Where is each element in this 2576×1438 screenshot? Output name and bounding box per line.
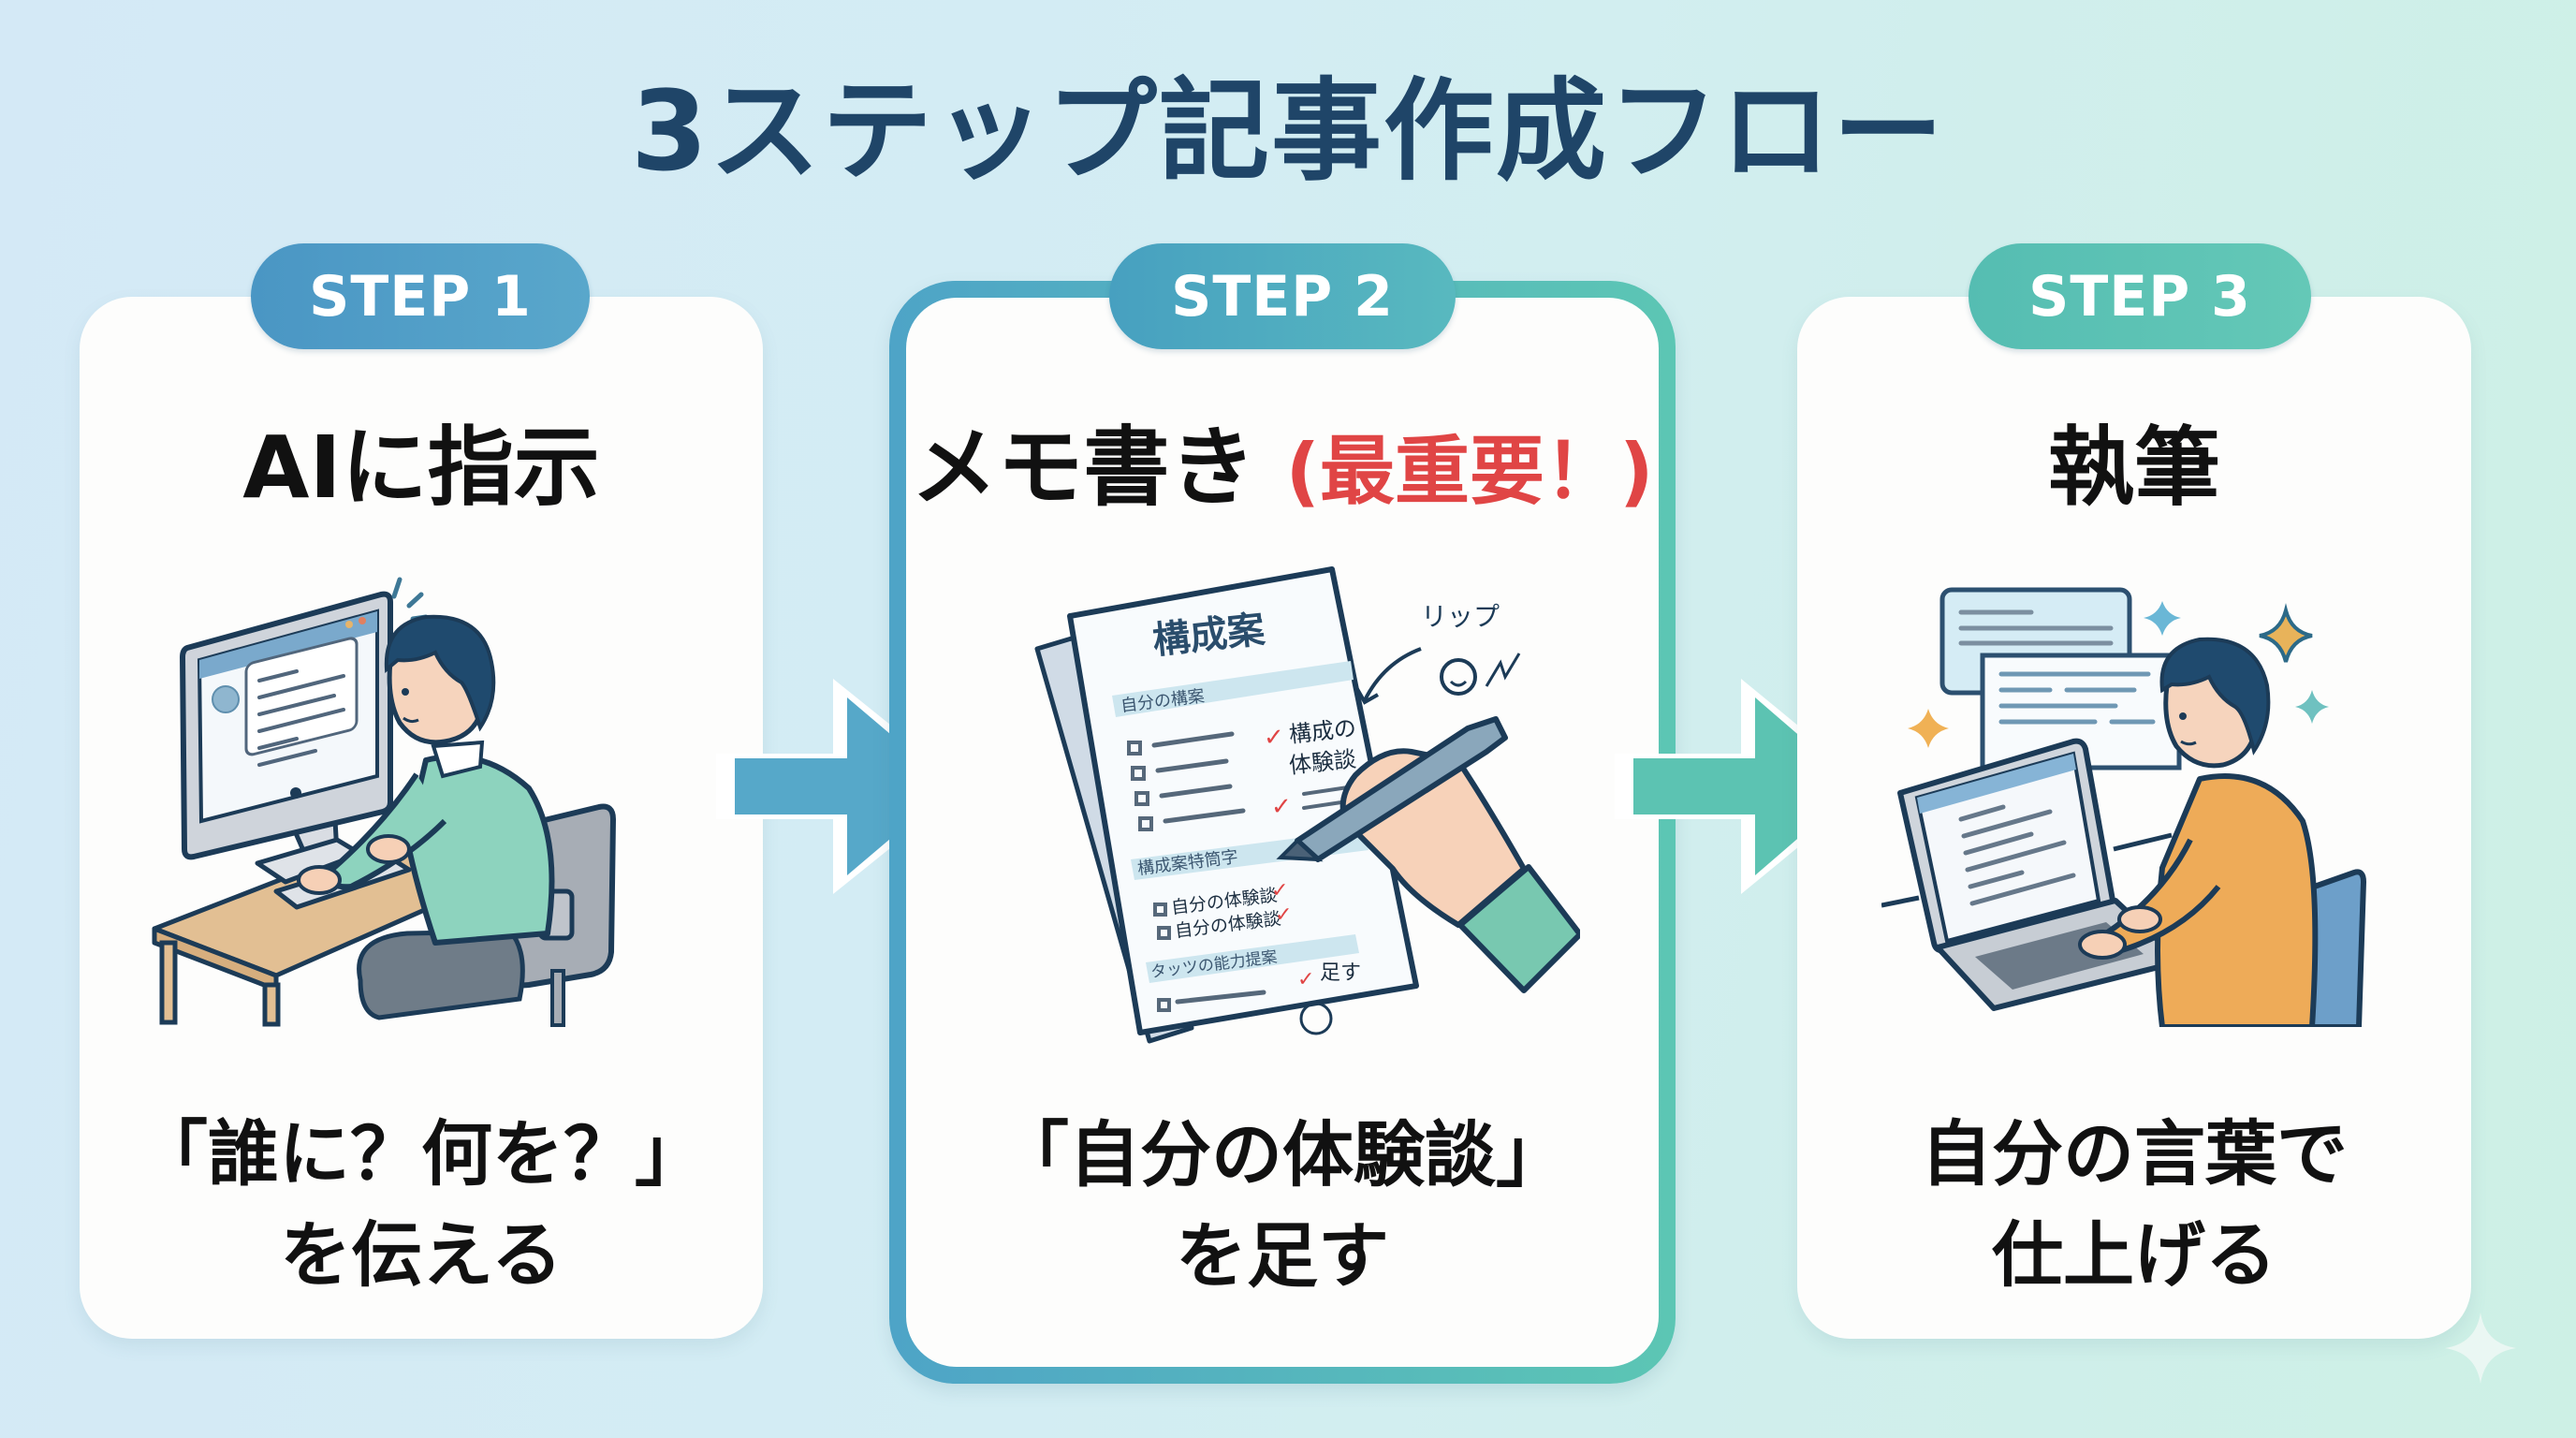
- step-3-badge: STEP 3: [1969, 243, 2311, 349]
- svg-text:✓: ✓: [1264, 724, 1284, 752]
- step-2-heading: メモ書き (最重要！): [906, 417, 1659, 523]
- document-writing-illustration: 構成案 自分の構案 ✓ 構成の 体験談 ✓ 構成案: [1034, 566, 1580, 1044]
- step-3-desc-line1: 自分の言葉で: [1921, 1112, 2348, 1196]
- doc-note-2: 足す: [1320, 961, 1361, 985]
- step-2-heading-accent: (最重要！): [1285, 428, 1654, 515]
- step-2-desc-line2: を足す: [1176, 1214, 1389, 1298]
- svg-text:✓: ✓: [1275, 903, 1292, 927]
- person-typing-laptop-illustration: [1881, 587, 2366, 1027]
- step-1-desc-line2: を伝える: [280, 1213, 563, 1297]
- person-at-desktop-illustration: [152, 577, 616, 1027]
- smiley-icon: [1440, 658, 1477, 696]
- page-title: 3ステップ記事作成フロー: [630, 66, 1946, 196]
- step-2-card: メモ書き (最重要！) 構成案 自分の構案 ✓ 構: [889, 281, 1676, 1384]
- outline-document-icon: 構成案 自分の構案 ✓ 構成の 体験談 ✓ 構成案: [1067, 566, 1419, 1035]
- sparkle-watermark-icon: [2445, 1313, 2516, 1384]
- step-2-desc-line1: 「自分の体験談」: [998, 1113, 1567, 1196]
- margin-note: リップ: [1421, 601, 1500, 632]
- laptop-icon: [1897, 738, 2184, 1011]
- step-1-heading: AIに指示: [242, 418, 600, 518]
- step-2-badge: STEP 2: [1109, 243, 1456, 349]
- step-1-badge: STEP 1: [251, 243, 590, 349]
- step-3-heading: 執筆: [2047, 418, 2220, 518]
- notice-lines-icon: [391, 577, 429, 622]
- sparkle-icons: [1908, 601, 2329, 748]
- step-1-card: AIに指示: [80, 297, 763, 1339]
- person-icon: [297, 614, 555, 1020]
- step-1-desc-line1: 「誰に？何を？」: [137, 1112, 706, 1196]
- hand-with-pen-icon: [1276, 716, 1580, 993]
- svg-text:✓: ✓: [1271, 879, 1288, 902]
- step-3-card: 執筆: [1797, 297, 2471, 1339]
- svg-text:✓: ✓: [1297, 968, 1314, 991]
- person-icon: [2078, 637, 2319, 1027]
- step-3-desc-line2: 仕上げる: [1992, 1213, 2276, 1297]
- svg-text:✓: ✓: [1271, 793, 1292, 821]
- step-2-heading-main: メモ書き: [911, 418, 1256, 518]
